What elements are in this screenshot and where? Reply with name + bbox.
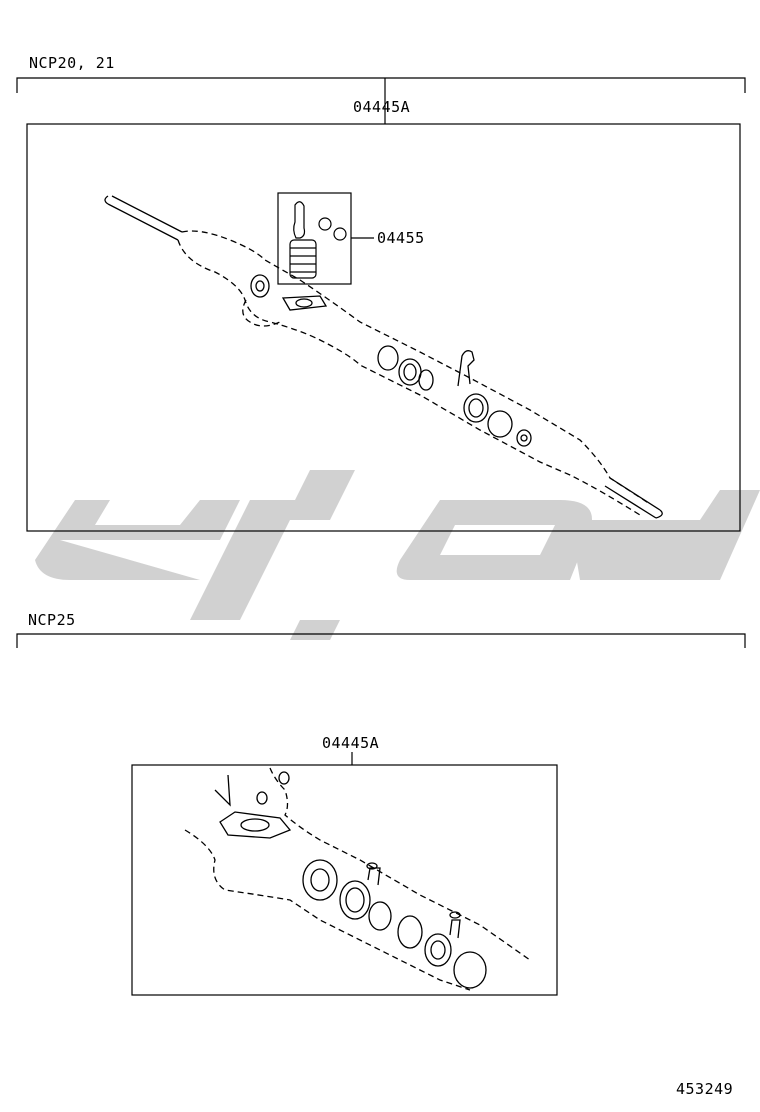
steering-rack-detail (184, 767, 531, 991)
kit-part-label-1: 04445A (353, 98, 411, 116)
kit-part-label-2: 04445A (322, 734, 380, 752)
model-label-2: NCP25 (28, 611, 76, 629)
subkit-box (277, 192, 374, 285)
section2-bracket (16, 633, 746, 765)
steering-rack-assembly (104, 195, 663, 519)
model-label-1: NCP20, 21 (29, 54, 115, 72)
section1-frame (26, 123, 741, 532)
seal-rings-1 (250, 274, 532, 447)
watermark-logo (35, 470, 760, 640)
section2-frame (131, 764, 558, 996)
subkit-part-label: 04455 (377, 229, 425, 247)
figure-id: 453249 (676, 1080, 734, 1098)
section1-bracket (16, 77, 746, 124)
